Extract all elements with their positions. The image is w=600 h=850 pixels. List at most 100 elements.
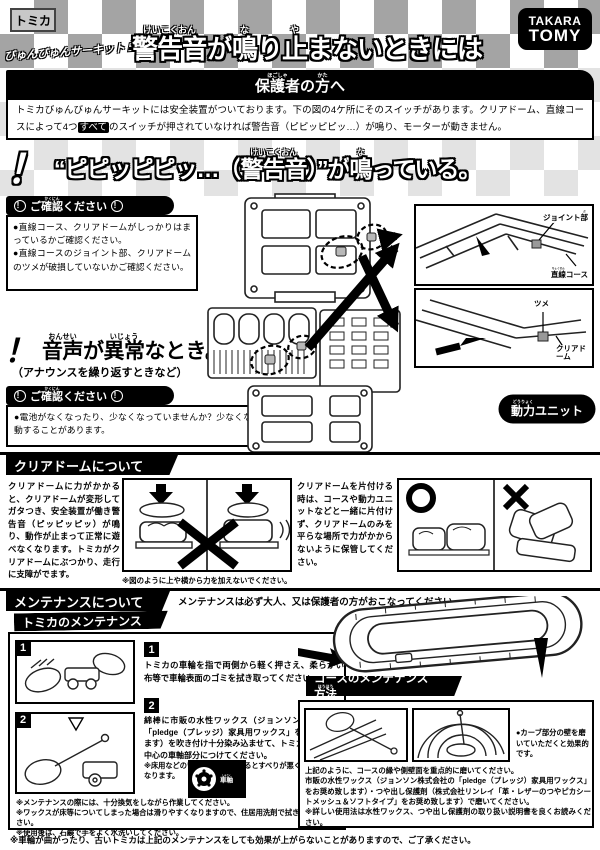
guardian-heading-text: 保護者ほごしゃの方かたへ: [254, 72, 346, 95]
exclamation-icon: ！: [14, 389, 26, 402]
course-body-line: 市販の水性ワックス（ジョンソン株式会社の「pledge（プレッジ）家具用ワックス…: [305, 776, 591, 807]
down-arrow-icon: [149, 484, 173, 505]
dome-warning-sketch: [135, 480, 290, 570]
course-curve-sketch: [417, 710, 505, 759]
page-title-text: 警告音けいこくおんが鳴なり止やまないときには: [131, 25, 483, 64]
dome-label: クリアドーム: [555, 344, 589, 362]
check-header-1: ！ ご確認かくにんください ！: [6, 196, 174, 215]
dome-left-text-body: クリアドームに力がかかると、クリアドームが変形してガタつき、安全装置が働き警告音…: [8, 481, 120, 580]
voice-subtext: （アナウンスを繰り返すときなど）: [12, 364, 188, 380]
curve-note-text: ●カーブ部分の壁を磨いていただくと効果的です。: [516, 728, 589, 759]
maintenance-notes: ※メンテナンスの際には、十分換気をしながら作業してください。 ※ワックスが床等に…: [16, 798, 342, 837]
guardian-body-1: トミカびゅんびゅんサーキットには安全装置がついております。下の図の4ケ所にそのス…: [16, 105, 584, 133]
course-wipe-sketch: [309, 711, 398, 760]
cross-icon: [177, 518, 239, 570]
wheel-callout: 車軸しゃじく: [188, 760, 246, 798]
maintenance-section-title-text: メンテナンスについて: [14, 594, 144, 610]
exclamation-icon: ！: [111, 199, 123, 212]
guardian-body-2: のスイッチが押されていなければ警告音（ピピッピピッ…）が鳴り、モーターが動きませ…: [109, 121, 508, 133]
check-2-bullet: ●電池がなくなったり、少なくなっていませんか？少なくなると誤作動することがありま…: [14, 412, 288, 436]
dome-storage-figure: [397, 478, 592, 572]
tomica-maintenance-title: トミカのメンテナンス: [14, 611, 168, 632]
wheel-icon: [192, 767, 216, 791]
straight-course-label: 直線ちょくせんコース: [549, 267, 589, 280]
step-1-text-body: トミカの車輪を指で両側から軽く押さえ、柔らかい布等で車輪表面のゴミを拭き取ってく…: [144, 660, 344, 683]
voice-section-heading: ！ 音声おんせいが異常いじょうなとき。: [4, 326, 226, 372]
tomica-maintenance-box: 1 1 トミカの車輪を指で両側から軽く押さえ、柔らかい布等で車輪表面のゴミを拭き…: [8, 632, 346, 837]
joint-label-text: ジョイント部ぶ: [543, 210, 588, 222]
maintenance-section-title: メンテナンスについて: [6, 591, 170, 611]
course-track-illustration: [298, 596, 583, 678]
course-curve-figure: [412, 708, 510, 762]
maintenance-note-item: ※使用後は、石鹸で手をよく水洗いしてください。: [16, 827, 184, 837]
check-header-2: ！ ご確認かくにんください ！: [6, 386, 174, 405]
step-2-figure-number: 2: [15, 712, 31, 728]
joint-label: ジョイント部ぶ: [542, 210, 589, 223]
maintenance-note: メンテナンスは必ず大人、又は保護者の方がおこなってください。: [178, 594, 590, 608]
power-unit-diagram: [207, 193, 403, 453]
dome-right-text: クリアドームを片付ける時は、コースや動力ユニットなどと一緒に片付けず、クリアドー…: [297, 480, 393, 568]
tomica-logo-text: トミカ: [14, 13, 51, 28]
step-2-figure: 2: [15, 712, 135, 794]
exclamation-icon: ！: [111, 389, 123, 402]
step-1-number: 1: [144, 642, 159, 657]
course-maintenance-title: コースのメンテナンス方法ほうほう: [306, 676, 462, 696]
dome-warning-figure: [122, 478, 292, 572]
step-2-text-body: 綿棒に市販の水性ワックス（ジョンソン株式会社の「pledge（プレッジ）家具用ワ…: [144, 716, 344, 760]
dome-claw-sketch: [416, 299, 587, 356]
course-note: ※詳しい使用法は水性ワックス、つや出し保護剤の取り扱い説明書を良くお読みください…: [305, 807, 591, 827]
alarm-heading-text: “ピピッピピッ…（警告音けいこくおん）”が鳴なっている。: [54, 148, 481, 182]
axle-label: 車軸しゃじく: [220, 775, 233, 784]
check-title-1: ご確認かくにんください: [30, 197, 107, 213]
course-maintenance-box: ●カーブ部分の壁を磨いていただくと効果的です。 上記のように、コースの縁や側壁面…: [298, 700, 594, 828]
dome-section-title-text: クリアドームについて: [14, 458, 144, 474]
maintenance-note-item: ※ワックスが床等についてしまった場合は滑りやすくなりますので、住居用洗剤で拭き取…: [16, 807, 336, 827]
dome-claw-detail-box: ツメ クリアドーム: [414, 288, 594, 368]
course-wipe-figure: [304, 708, 408, 762]
footer-note: ※車輪が曲がったり、古いトミカは上記のメンテナンスをしても効果が上がらないことが…: [10, 834, 594, 846]
guardian-paragraph: トミカびゅんびゅんサーキットには安全装置がついております。下の図の4ケ所にそのス…: [6, 98, 594, 140]
section-divider: [0, 588, 600, 591]
tomica-logo: トミカ: [10, 8, 56, 32]
takara-tomy-logo: TAKARA TOMY: [518, 8, 592, 50]
circle-ok-icon: [406, 483, 436, 513]
guardian-heading-bar: 保護者ほごしゃの方かたへ: [6, 70, 594, 98]
exclamation-icon: ！: [14, 199, 26, 212]
joint-detail-box: ジョイント部ぶ 直線ちょくせんコース: [414, 204, 594, 286]
maintenance-note-item: ※メンテナンスの際には、十分換気をしながら作業してください。: [16, 798, 235, 807]
step-1-sketch: [24, 652, 126, 693]
alarm-section-heading: ！ “ピピッピピッ…（警告音けいこくおん）”が鳴なっている。: [4, 140, 584, 192]
curve-note: ●カーブ部分の壁を磨いていただくと効果的です。: [516, 728, 592, 760]
claw-label-text: ツメ: [534, 299, 549, 308]
dome-storage-sketch: [406, 480, 576, 570]
bang-icon: ！: [6, 148, 46, 192]
footer-note-text: ※車輪が曲がったり、古いトミカは上記のメンテナンスをしても効果が上がらないことが…: [10, 835, 476, 845]
dome-right-text-body: クリアドームを片付ける時は、コースや動力ユニットなどと一緒に片付けず、クリアドー…: [297, 481, 393, 567]
check-title-2: ご確認かくにんください: [30, 387, 107, 403]
step-1-text: 1 トミカの車輪を指で両側から軽く押さえ、柔らかい布等で車輪表面のゴミを拭き取っ…: [144, 642, 344, 684]
down-arrow-icon: [235, 484, 259, 505]
takara-text: TAKARA: [528, 13, 582, 28]
power-unit-badge: 動力どうりょくユニット: [500, 396, 594, 422]
dome-section-title: クリアドームについて: [6, 455, 178, 475]
voice-subtext-label: （アナウンスを繰り返すときなど）: [12, 367, 188, 379]
cross-icon: [502, 483, 530, 511]
joint-detail-sketch: [416, 213, 589, 269]
dome-left-text: クリアドームに力がかかると、クリアドームが変形してガタつき、安全装置が働き警告音…: [8, 480, 120, 581]
check-box-1: ●直線コース、クリアドームがしっかりはまっているかご確認ください。 ●直線コース…: [6, 215, 198, 291]
maintenance-note-text: メンテナンスは必ず大人、又は保護者の方がおこなってください。: [178, 597, 463, 608]
step-1-figure-number: 1: [15, 640, 31, 656]
page-title: 警告音けいこくおんが鳴なり止やまないときには: [92, 4, 522, 66]
bang-icon: ！: [4, 333, 37, 369]
checkered-header-band: [0, 0, 600, 68]
course-maintenance-title-text: コースのメンテナンス方法ほうほう: [314, 673, 429, 701]
step-2-number: 2: [144, 698, 159, 713]
triangle-pointer-icon: [534, 638, 548, 678]
guardian-body-highlight: すべて: [77, 121, 109, 133]
step-2-sketch: [24, 717, 118, 787]
dome-warning-caption-text: ※図のように上や横から力を加えないでください。: [122, 576, 292, 585]
claw-label: ツメ: [533, 299, 550, 309]
tomy-text: TOMY: [528, 25, 582, 45]
tomica-maintenance-title-text: トミカのメンテナンス: [21, 613, 142, 630]
